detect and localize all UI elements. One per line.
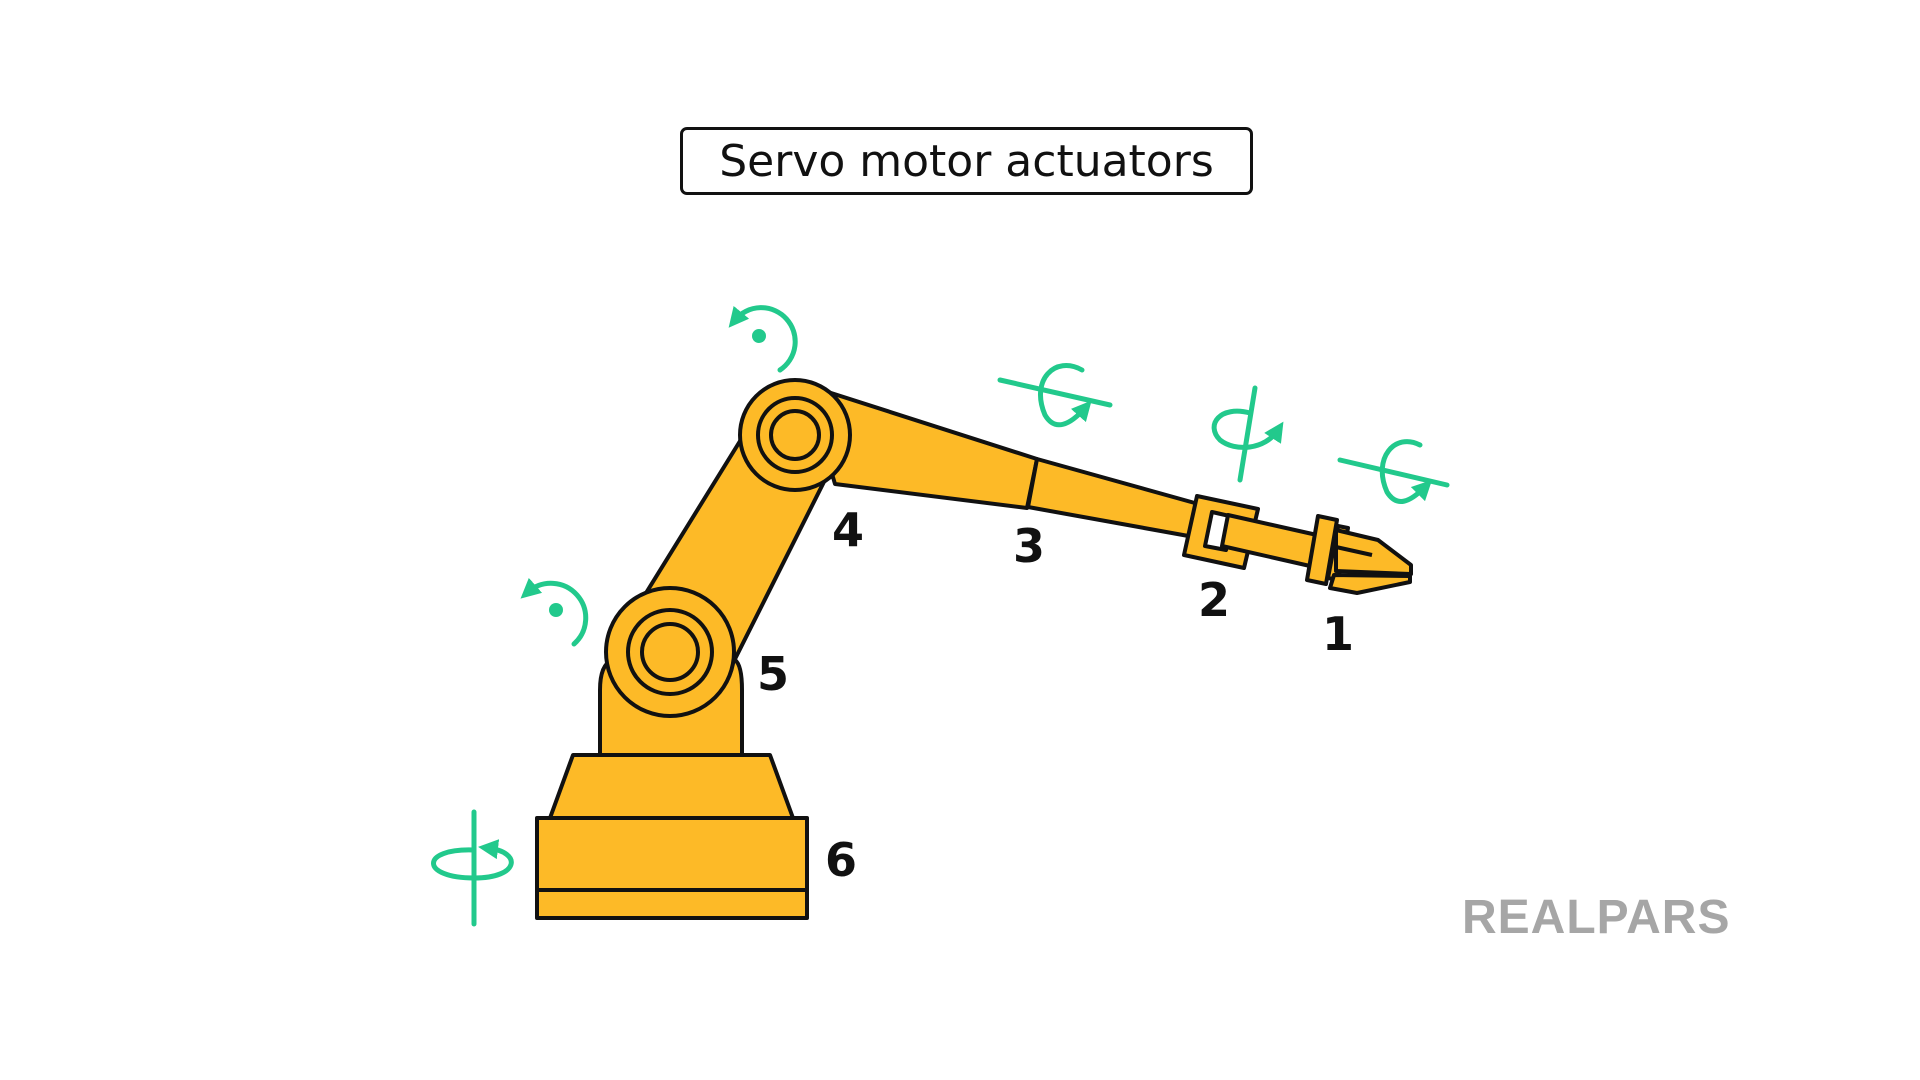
rotation-axis-icon	[997, 363, 1113, 428]
joint-label-5: 5	[757, 647, 789, 701]
joint-label-1: 1	[1322, 607, 1354, 661]
joint-5-hub	[604, 586, 736, 718]
joint-4-hub	[738, 378, 852, 492]
rotation-arrow-icon	[728, 305, 798, 373]
realpars-logo: REALPARS	[1462, 891, 1730, 944]
joint-label-3: 3	[1013, 519, 1045, 573]
joint-label-2: 2	[1198, 573, 1230, 627]
robot-base	[535, 753, 809, 920]
robot-forearm	[1026, 457, 1204, 539]
diagram-title: Servo motor actuators	[680, 127, 1253, 195]
joint-label-6: 6	[825, 833, 857, 887]
joint-label-4: 4	[832, 503, 864, 557]
gripper	[1328, 528, 1413, 595]
rotation-axis-icon	[1211, 385, 1284, 483]
joint-2-wrist	[1182, 494, 1319, 570]
rotation-arrow-icon	[520, 577, 589, 647]
rotation-axis-icon	[1337, 439, 1450, 504]
rotation-axis-icon	[431, 809, 514, 927]
joint-1-collar	[1305, 514, 1339, 586]
